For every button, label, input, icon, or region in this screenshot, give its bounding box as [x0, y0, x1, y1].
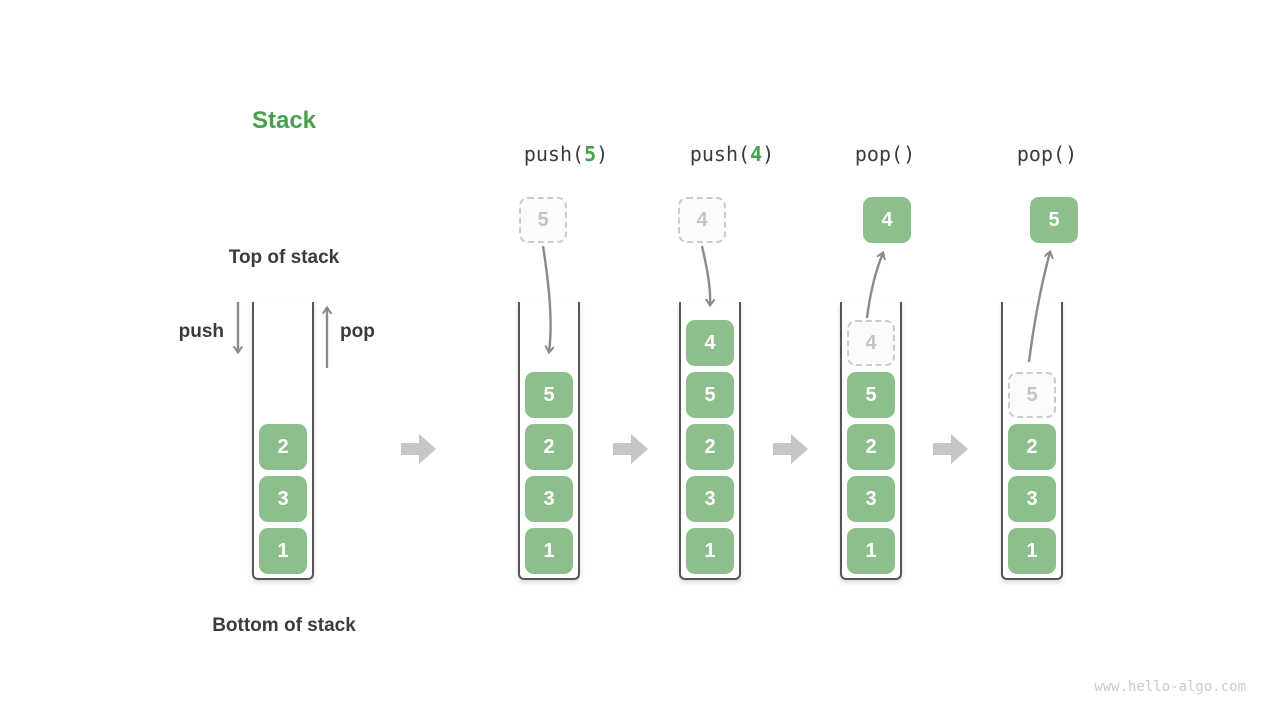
stack-item: 2 — [525, 424, 573, 470]
stack-item: 1 — [847, 528, 895, 574]
transition-arrow-icon — [933, 434, 968, 464]
transition-arrow-icon — [773, 434, 808, 464]
op-text: ) — [903, 142, 916, 166]
op-label-push-5: push(5) — [486, 142, 646, 166]
stack-item: 5 — [525, 372, 573, 418]
transition-arrow-icon — [401, 434, 436, 464]
watermark: www.hello-algo.com — [1094, 679, 1246, 695]
stack-item: 2 — [686, 424, 734, 470]
op-text: pop( — [854, 142, 904, 166]
stack-item-ghost: 5 — [1008, 372, 1056, 418]
stack-item: 5 — [686, 372, 734, 418]
op-text: ) — [1065, 142, 1078, 166]
floating-item-ghost: 4 — [678, 197, 726, 243]
stack-item: 3 — [686, 476, 734, 522]
stack-container-after-push-5 — [518, 302, 580, 580]
stack-item: 1 — [525, 528, 573, 574]
stack-container-after-pop-1 — [840, 302, 902, 580]
stack-item: 4 — [686, 320, 734, 366]
floating-item: 4 — [863, 197, 911, 243]
floating-item: 5 — [1030, 197, 1078, 243]
stack-item: 2 — [259, 424, 307, 470]
stack-item: 2 — [847, 424, 895, 470]
op-text: ) — [762, 142, 775, 166]
op-text: pop( — [1016, 142, 1066, 166]
stack-item: 1 — [1008, 528, 1056, 574]
op-arg: 4 — [750, 142, 763, 166]
op-text: ) — [596, 142, 609, 166]
transition-arrow-icon — [613, 434, 648, 464]
bottom-of-stack-label: Bottom of stack — [212, 615, 356, 636]
stack-item: 2 — [1008, 424, 1056, 470]
stack-item: 5 — [847, 372, 895, 418]
stack-container-initial — [252, 302, 314, 580]
floating-item-ghost: 5 — [519, 197, 567, 243]
op-label-pop-1: pop() — [805, 142, 965, 166]
pop-label: pop — [340, 321, 375, 342]
diagram-title: Stack — [251, 107, 317, 134]
stack-item-ghost: 4 — [847, 320, 895, 366]
stack-item: 1 — [259, 528, 307, 574]
stack-item: 3 — [1008, 476, 1056, 522]
op-arg: 5 — [584, 142, 597, 166]
stack-container-after-push-4 — [679, 302, 741, 580]
stack-container-after-pop-2 — [1001, 302, 1063, 580]
op-text: push( — [523, 142, 585, 166]
op-label-pop-2: pop() — [967, 142, 1127, 166]
push-4-arrow — [700, 245, 710, 305]
op-label-push-4: push(4) — [652, 142, 812, 166]
op-text: push( — [689, 142, 751, 166]
stack-item: 1 — [686, 528, 734, 574]
stack-item: 3 — [525, 476, 573, 522]
stack-item: 3 — [259, 476, 307, 522]
top-of-stack-label: Top of stack — [228, 247, 340, 268]
push-label: push — [178, 321, 224, 342]
stack-item: 3 — [847, 476, 895, 522]
